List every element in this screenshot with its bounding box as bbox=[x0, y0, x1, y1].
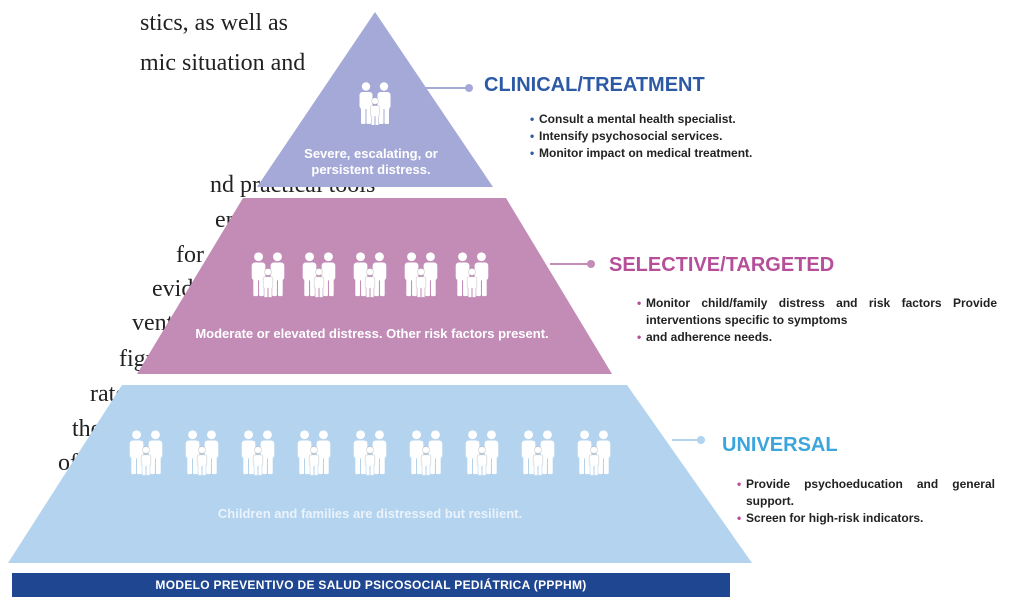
footer-banner: MODELO PREVENTIVO DE SALUD PSICOSOCIAL P… bbox=[12, 573, 730, 597]
bullet-item: Provide psychoeducation and general supp… bbox=[737, 476, 995, 510]
tier-clinical-heading: CLINICAL/TREATMENT bbox=[484, 74, 705, 96]
bullet-item: Monitor impact on medical treatment. bbox=[530, 145, 830, 162]
body-text-line: stics, as well as bbox=[140, 10, 288, 36]
bullet-item: Screen for high-risk indicators. bbox=[737, 510, 995, 527]
tier-universal-shape bbox=[8, 385, 752, 563]
family-icon bbox=[455, 252, 489, 298]
family-icon bbox=[302, 252, 336, 298]
family-icon bbox=[129, 430, 163, 476]
tier-selective-bullets: Monitor child/family distress and risk f… bbox=[637, 295, 997, 346]
family-icons-clinical bbox=[359, 82, 391, 125]
family-icon bbox=[359, 82, 391, 125]
family-icon bbox=[353, 252, 387, 298]
tier-selective-heading: SELECTIVE/TARGETED bbox=[609, 254, 835, 276]
connector-dot-universal bbox=[697, 436, 705, 444]
family-icon bbox=[251, 252, 285, 298]
body-text-line: mic situation and bbox=[140, 50, 306, 76]
tier-clinical-description: Severe, escalating, or persistent distre… bbox=[304, 146, 438, 177]
family-icon bbox=[353, 430, 387, 476]
family-icon bbox=[465, 430, 499, 476]
family-icon bbox=[241, 430, 275, 476]
family-icon bbox=[297, 430, 331, 476]
family-icon bbox=[521, 430, 555, 476]
family-icon bbox=[185, 430, 219, 476]
tier-universal-description: Children and families are distressed but… bbox=[217, 506, 523, 521]
bullet-item: Consult a mental health specialist. bbox=[530, 111, 830, 128]
family-icon bbox=[409, 430, 443, 476]
connector-dot-selective bbox=[587, 260, 595, 268]
bullet-item: Monitor child/family distress and risk f… bbox=[637, 295, 997, 329]
bullet-item: and adherence needs. bbox=[637, 329, 997, 346]
family-icons-universal bbox=[129, 430, 611, 476]
connector-dot-clinical bbox=[465, 84, 473, 92]
bullet-item: Intensify psychosocial services. bbox=[530, 128, 830, 145]
tier-universal-bullets: Provide psychoeducation and general supp… bbox=[737, 476, 995, 527]
family-icon bbox=[404, 252, 438, 298]
tier-selective-description: Moderate or elevated distress. Other ris… bbox=[195, 326, 549, 341]
tier-clinical-bullets: Consult a mental health specialist. Inte… bbox=[530, 111, 830, 162]
tier-universal-heading: UNIVERSAL bbox=[722, 434, 838, 456]
family-icon bbox=[577, 430, 611, 476]
family-icons-selective bbox=[251, 252, 489, 298]
